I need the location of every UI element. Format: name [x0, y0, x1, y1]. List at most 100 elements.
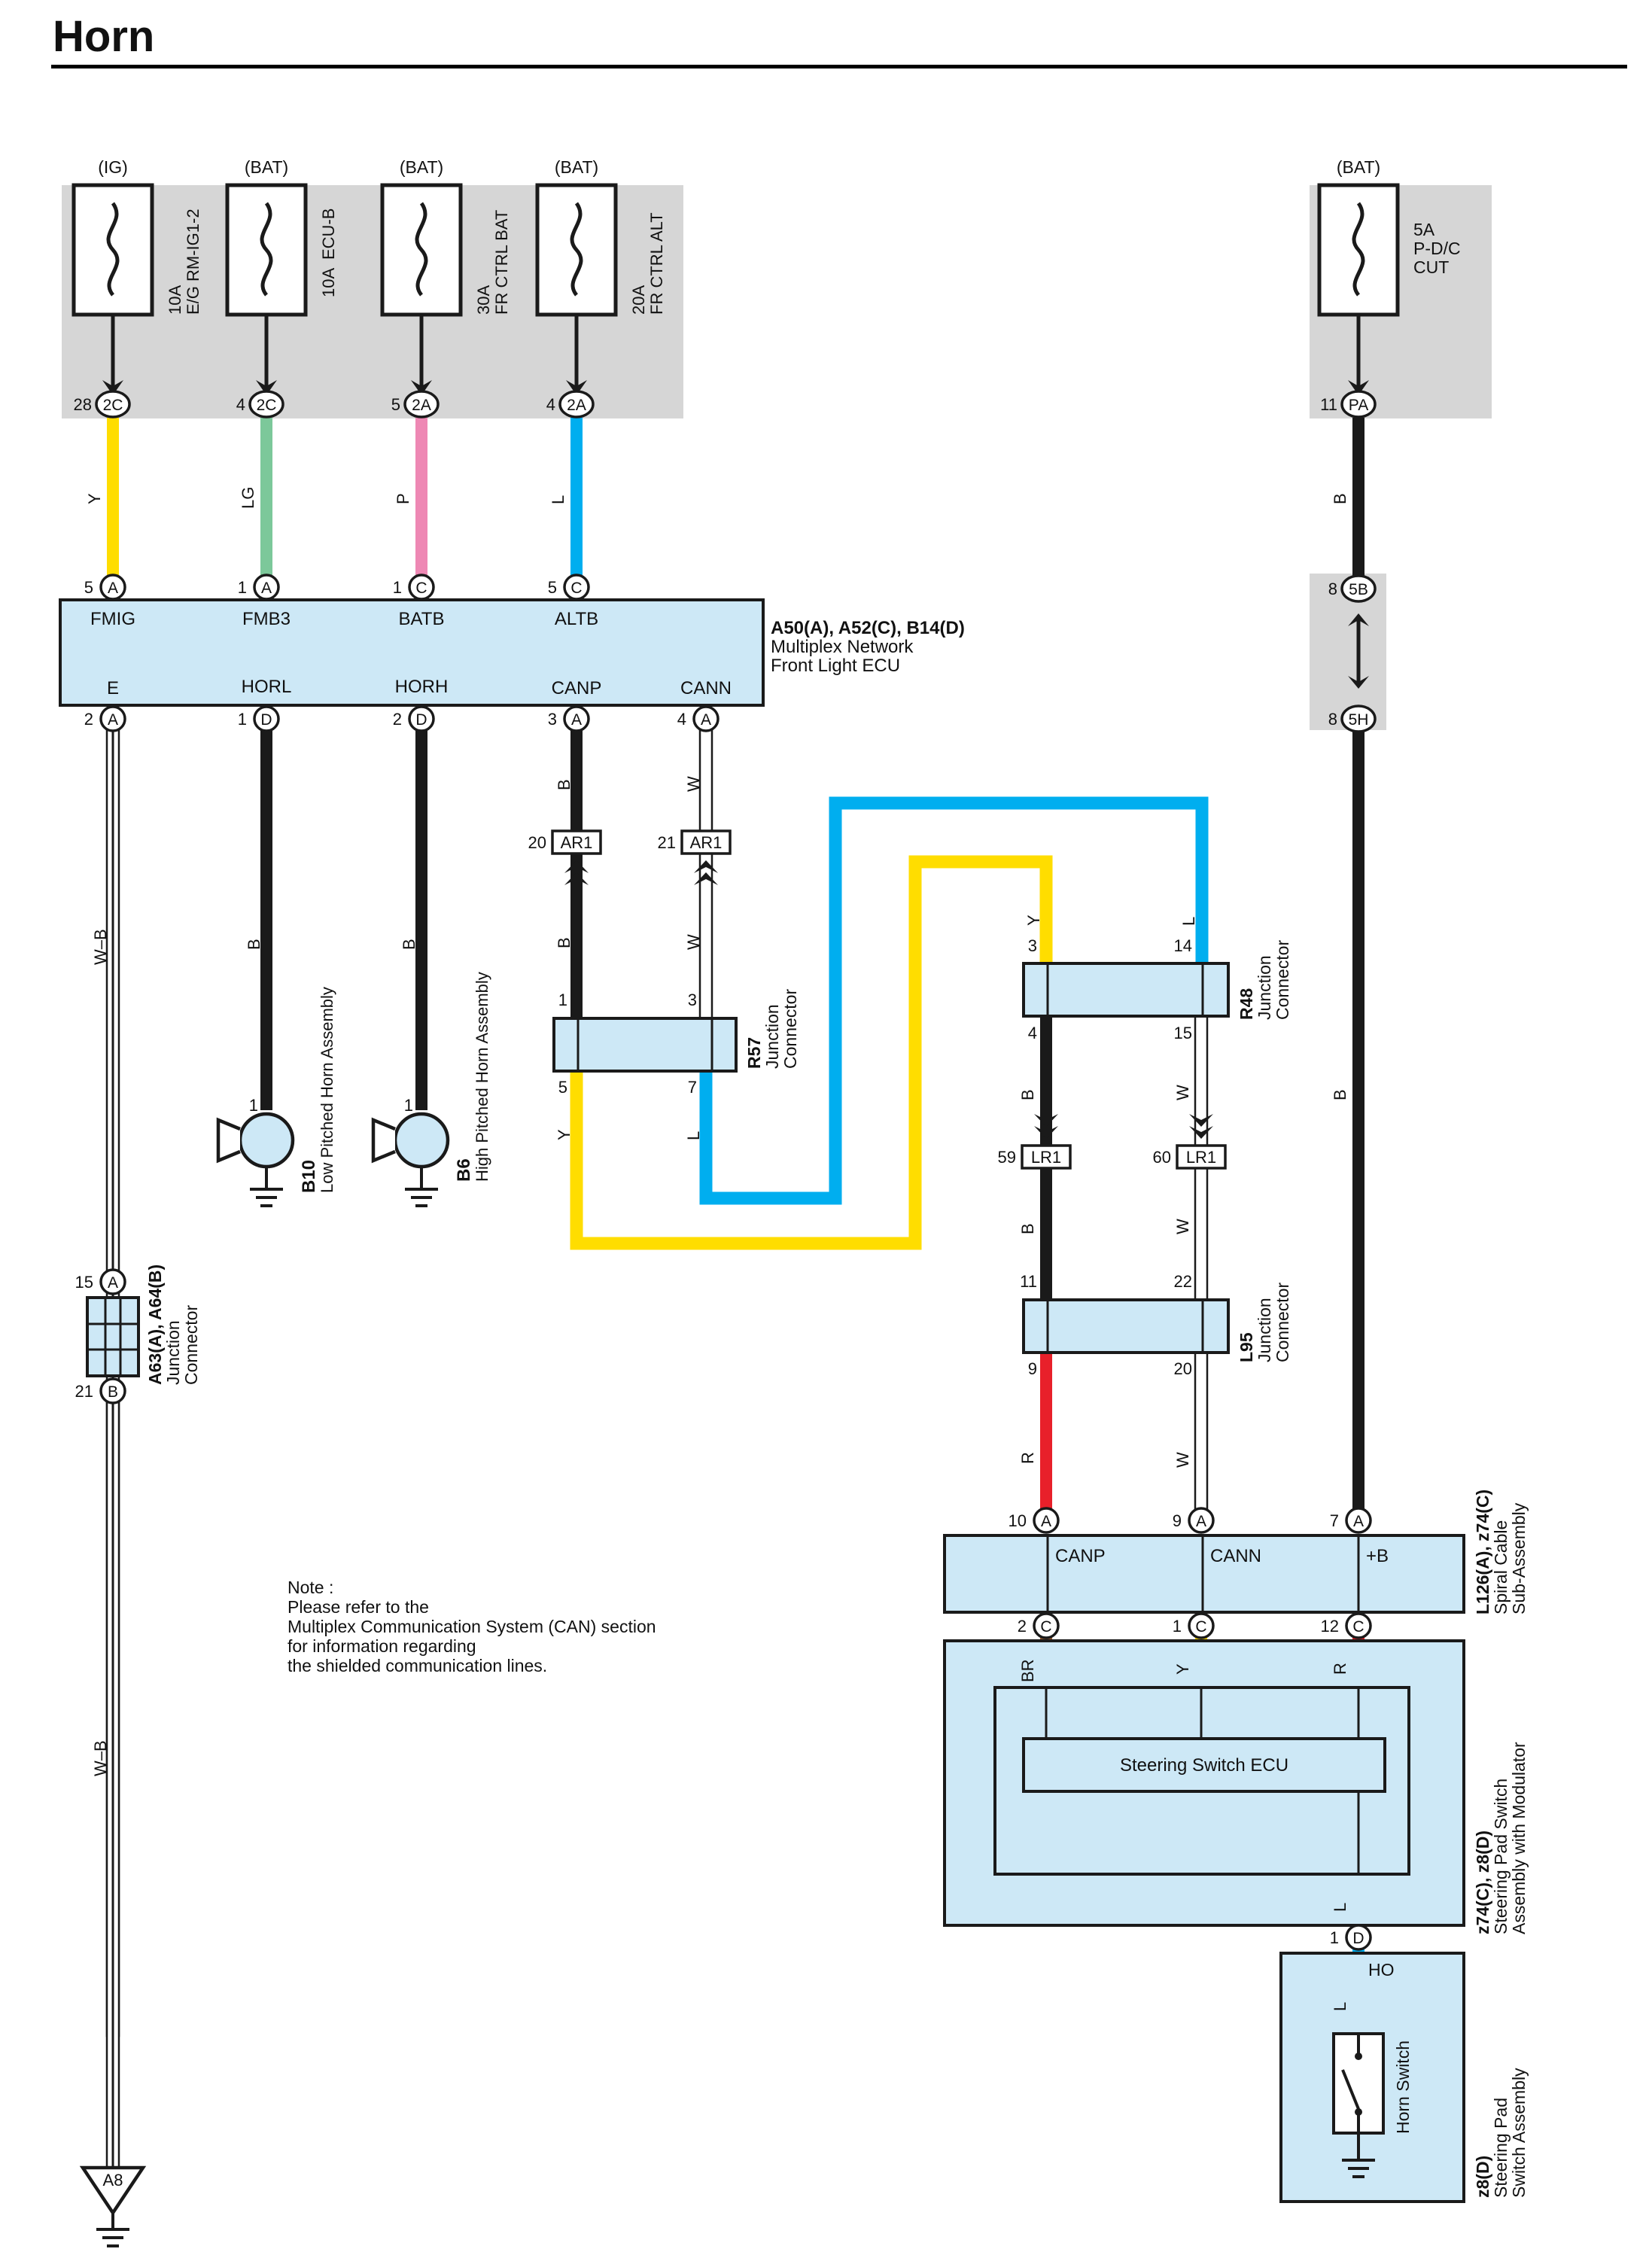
pin-number: 1 — [238, 578, 247, 597]
ecu-terminal-label: FMB3 — [242, 609, 291, 629]
pin-number: 11 — [1320, 395, 1337, 414]
title-underline — [51, 65, 1627, 68]
horn-icon — [393, 1112, 450, 1169]
double-arrow-down-icon — [1034, 1114, 1058, 1139]
connector-ar1: AR1 20 AR1 21 — [528, 829, 732, 885]
ecu-bottom-pins: A 2 D 1 D 2 A 3 A 4 — [84, 705, 720, 732]
connector-name: Junction — [1255, 1298, 1274, 1362]
low-pitched-horn: 1 B10 Low Pitched Horn Assembly — [216, 987, 336, 1207]
horn-bell-icon — [371, 1117, 396, 1164]
ground-id: A8 — [103, 2171, 123, 2190]
junction-connector-r48: 3 14 4 15 R48 Junction Connector — [1022, 936, 1292, 1042]
wire-y-r57-r48 — [570, 855, 1053, 1250]
connector-pin — [95, 390, 131, 418]
pin-number: 1 — [249, 1096, 258, 1115]
fuse-element-icon — [1352, 202, 1365, 297]
connector-id: A — [261, 580, 272, 597]
wire-b-5h-spiral — [1352, 723, 1364, 1520]
connector-name-line2: Connector — [1273, 940, 1292, 1020]
arrow-down-icon — [411, 380, 432, 395]
wire-color-label: B — [555, 937, 573, 948]
wire-color-label: Y — [85, 493, 104, 504]
connector-id: C — [1195, 1618, 1206, 1636]
pin-number: 15 — [75, 1273, 93, 1292]
pin-number: 15 — [1174, 1024, 1192, 1042]
wire-color-label: BR — [1018, 1659, 1037, 1682]
junction-connector-l95: 11 22 9 20 L95 Junction Connector — [1020, 1272, 1292, 1378]
horn-switch-assembly: HO L Horn Switch z8(D) Steering Pad Swit… — [1279, 1952, 1529, 2203]
pin-number: 60 — [1153, 1148, 1171, 1167]
wire-b-pa-5b — [1352, 418, 1364, 595]
wire-color-label: R — [1018, 1452, 1037, 1464]
pin-number: 5 — [548, 578, 557, 597]
connector-id: A — [701, 711, 711, 729]
wire-color-label: L — [549, 495, 567, 504]
arrow-down-icon — [102, 380, 123, 395]
pin-number: 21 — [658, 833, 676, 852]
connector-id: C — [570, 580, 582, 597]
pin-number: 2 — [393, 710, 402, 729]
wire-b-horh — [415, 719, 427, 1110]
connector-id: A — [1353, 1513, 1364, 1530]
connector-id: A — [1041, 1513, 1051, 1530]
note-line: Please refer to the — [288, 1597, 429, 1617]
note: Note : Please refer to the Multiplex Com… — [288, 1578, 656, 1675]
note-line: Note : — [288, 1578, 333, 1597]
arrow-down-icon — [1348, 676, 1369, 689]
fuse-element-icon — [260, 202, 273, 297]
steering-switch-ecu — [1022, 1737, 1386, 1793]
high-pitched-horn: 1 B6 High Pitched Horn Assembly — [371, 972, 491, 1207]
fuse-source: (BAT) — [1337, 157, 1380, 177]
junction-connector-a63-a64: A 15 B 21 A63(A), A64(B) Junction Connec… — [75, 1264, 201, 1404]
pin-number: 20 — [1174, 1359, 1192, 1378]
fuse-4: (BAT) 20A FR CTRL ALT — [535, 157, 666, 395]
pin-number: 14 — [1174, 936, 1192, 955]
fuse-name: ECU-B — [319, 208, 338, 260]
fuse-rating: 10A — [166, 285, 184, 315]
component-name-line2: Switch Assembly — [1509, 2068, 1529, 2198]
fuse-pins: 2C 28 2C 4 2A 5 2A 4 PA 11 — [74, 390, 1377, 418]
note-line: for information regarding — [288, 1636, 476, 1656]
junction-box — [86, 1296, 140, 1377]
connector-id: C — [1040, 1618, 1051, 1636]
fuse-source: (IG) — [98, 157, 128, 177]
connector-id: 2A — [412, 397, 431, 414]
ecu-terminal-label: ALTB — [555, 609, 598, 629]
switch-label: Horn Switch — [1393, 2040, 1413, 2134]
fuse-rating: 10A — [319, 268, 338, 297]
wire-color-label: L — [1331, 2002, 1349, 2011]
fuse-source: (BAT) — [555, 157, 598, 177]
pin-number: 22 — [1174, 1272, 1192, 1291]
component-name-line2: Sub-Assembly — [1509, 1502, 1529, 1614]
pin-number: 1 — [238, 710, 247, 729]
pin-number: 12 — [1321, 1617, 1339, 1636]
wire-b-horl — [260, 719, 272, 1110]
connector-pin — [248, 390, 284, 418]
wire-color-label: B — [1331, 1089, 1349, 1100]
ecu-label: Steering Switch ECU — [1120, 1755, 1288, 1776]
fuse-rating: 20A — [629, 285, 648, 315]
wire-color-label: Y — [555, 1129, 573, 1140]
wire-color-label: LG — [239, 487, 257, 509]
wire-color-label: R — [1331, 1663, 1349, 1675]
pin-number: 1 — [1173, 1617, 1182, 1636]
wire-color-label: B — [1018, 1223, 1037, 1234]
fuse-name: P-D/C — [1413, 239, 1461, 258]
connector-id: A — [108, 580, 118, 597]
component-name: High Pitched Horn Assembly — [473, 972, 491, 1182]
connector-name-line2: Connector — [1273, 1283, 1292, 1362]
wire-color-label: W — [684, 776, 703, 792]
fuse-rating: 5A — [1413, 220, 1435, 239]
fuse-name-line2: CUT — [1413, 257, 1449, 277]
fuse-name: FR CTRL ALT — [647, 212, 666, 315]
horn-icon — [238, 1112, 295, 1169]
component-name: Spiral Cable — [1491, 1520, 1511, 1614]
connector-id: D — [260, 711, 272, 729]
connector-pin — [558, 390, 595, 418]
pin-number: 2 — [84, 710, 93, 729]
wire-w-l95-spiral — [1194, 1346, 1209, 1522]
connector-id: A63(A), A64(B) — [145, 1264, 165, 1385]
connector-id: C — [415, 580, 427, 597]
ecu-top-pins: A 5 A 1 C 1 C 5 — [84, 574, 590, 601]
switch-contact-icon — [1341, 2069, 1360, 2110]
